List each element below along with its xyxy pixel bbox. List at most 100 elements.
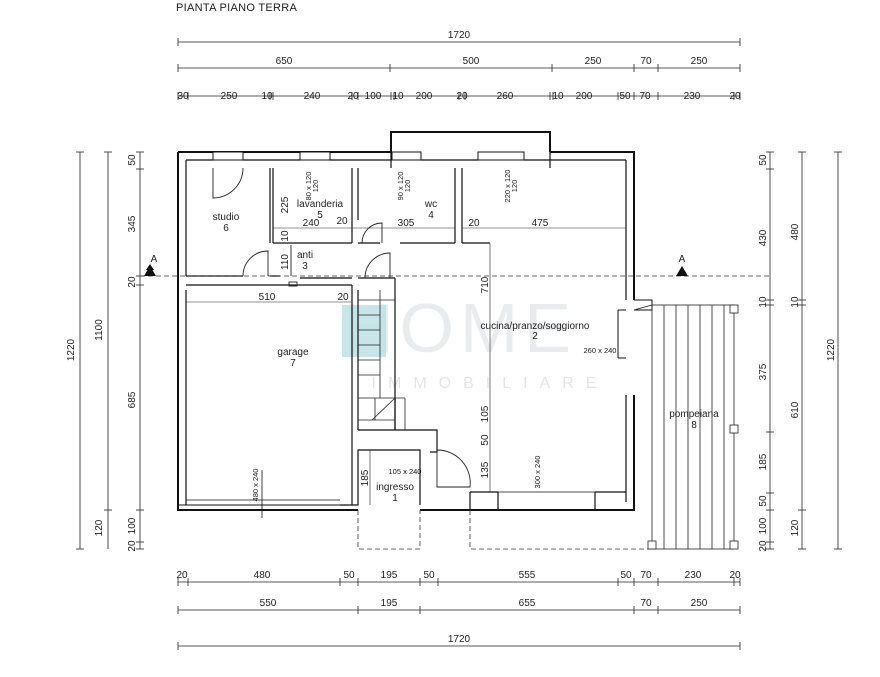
svg-text:70: 70 <box>640 598 652 609</box>
svg-text:500: 500 <box>463 56 480 67</box>
dim-right-mid: 480 10 610 120 <box>790 223 801 536</box>
svg-text:655: 655 <box>519 598 536 609</box>
svg-text:20: 20 <box>127 276 138 288</box>
room-anti: anti 3 <box>297 250 313 272</box>
top-dimensions <box>177 38 741 100</box>
svg-text:20: 20 <box>337 292 349 303</box>
svg-text:240: 240 <box>303 218 320 229</box>
dim-top-row3: 30 250 10 240 20 100 10 200 20 260 10 20… <box>177 91 741 102</box>
svg-text:105: 105 <box>480 405 491 422</box>
svg-text:120: 120 <box>94 519 105 536</box>
svg-text:240: 240 <box>304 91 321 102</box>
room-cucina-pranzo-soggiorno: cucina/pranzo/soggiorno 2 <box>481 321 590 342</box>
dim-right-outer: 1220 <box>826 338 837 361</box>
svg-text:510: 510 <box>259 292 276 303</box>
svg-text:200: 200 <box>576 91 593 102</box>
svg-text:20: 20 <box>456 91 468 102</box>
svg-text:20: 20 <box>729 570 741 581</box>
dashed-outlines <box>140 275 770 550</box>
svg-text:70: 70 <box>640 56 652 67</box>
svg-text:80 x 120: 80 x 120 <box>304 172 313 201</box>
svg-text:220 x 120: 220 x 120 <box>503 170 512 203</box>
plan-title: PIANTA PIANO TERRA <box>176 2 297 14</box>
svg-text:20: 20 <box>758 540 769 552</box>
svg-text:2: 2 <box>532 331 538 342</box>
svg-text:250: 250 <box>221 91 238 102</box>
svg-text:lavanderia: lavanderia <box>297 199 344 210</box>
svg-text:230: 230 <box>684 91 701 102</box>
svg-text:120: 120 <box>311 180 320 193</box>
svg-text:7: 7 <box>290 358 296 369</box>
svg-text:5: 5 <box>317 210 323 221</box>
svg-text:555: 555 <box>519 570 536 581</box>
section-marker-right: A <box>676 254 688 276</box>
left-dimensions <box>76 151 144 550</box>
room-lavanderia: lavanderia 5 <box>297 199 344 221</box>
svg-text:100: 100 <box>758 517 769 534</box>
svg-text:1: 1 <box>392 493 398 504</box>
dim-left-mid: 1100 <box>94 319 105 341</box>
svg-text:50: 50 <box>423 570 435 581</box>
svg-text:wc: wc <box>424 199 437 210</box>
opening-labels: 80 x 120 120 90 x 120 120 220 x 120 120 … <box>251 170 616 502</box>
svg-text:710: 710 <box>480 276 491 293</box>
svg-text:120: 120 <box>790 519 801 536</box>
svg-text:50: 50 <box>619 91 631 102</box>
svg-text:100: 100 <box>127 517 138 534</box>
door-swings <box>212 167 471 488</box>
svg-text:70: 70 <box>639 91 651 102</box>
svg-text:70: 70 <box>640 570 652 581</box>
svg-text:50: 50 <box>758 495 769 507</box>
room-studio: studio 6 <box>213 212 240 234</box>
svg-text:20: 20 <box>336 216 348 227</box>
room-garage: garage 7 <box>277 347 309 369</box>
walls <box>177 131 653 518</box>
svg-text:195: 195 <box>381 598 398 609</box>
svg-text:225: 225 <box>280 196 291 213</box>
svg-text:50: 50 <box>758 154 769 166</box>
dim-left-inner: 50 345 20 685 120 100 20 <box>94 154 138 552</box>
svg-text:studio: studio <box>213 212 240 223</box>
dim-bottom-row1: 20 480 50 195 50 555 50 70 230 20 <box>176 570 741 581</box>
svg-text:20: 20 <box>176 570 188 581</box>
svg-text:475: 475 <box>532 218 549 229</box>
svg-text:4: 4 <box>428 210 434 221</box>
svg-text:pompeiana: pompeiana <box>669 409 719 420</box>
svg-text:IMMOBILIARE: IMMOBILIARE <box>372 375 609 392</box>
svg-text:90 x 120: 90 x 120 <box>396 172 405 201</box>
svg-text:10: 10 <box>392 91 404 102</box>
svg-text:430: 430 <box>758 229 769 246</box>
svg-text:375: 375 <box>758 363 769 380</box>
svg-text:6: 6 <box>223 223 229 234</box>
svg-text:30: 30 <box>177 91 189 102</box>
svg-text:50: 50 <box>480 434 491 446</box>
svg-text:50: 50 <box>343 570 355 581</box>
svg-text:345: 345 <box>127 215 138 232</box>
svg-text:480: 480 <box>254 570 271 581</box>
watermark: HOME IMMOBILIARE <box>342 289 609 392</box>
svg-text:50: 50 <box>620 570 632 581</box>
room-ingresso: ingresso 1 <box>376 482 414 504</box>
svg-text:650: 650 <box>276 56 293 67</box>
svg-text:230: 230 <box>685 570 702 581</box>
svg-text:110: 110 <box>280 254 291 270</box>
svg-text:260 x 240: 260 x 240 <box>584 346 617 355</box>
right-dimensions <box>766 151 842 550</box>
svg-text:10: 10 <box>552 91 564 102</box>
svg-text:3: 3 <box>302 261 308 272</box>
svg-text:8: 8 <box>691 420 697 431</box>
svg-text:A: A <box>679 254 686 265</box>
svg-text:20: 20 <box>127 540 138 552</box>
svg-text:cucina/pranzo/soggiorno: cucina/pranzo/soggiorno <box>481 321 590 332</box>
svg-text:50: 50 <box>127 154 138 166</box>
svg-text:100: 100 <box>365 91 382 102</box>
svg-text:610: 610 <box>790 401 801 418</box>
svg-text:HOME: HOME <box>343 289 577 367</box>
dim-right-inner: 50 430 10 375 185 50 100 20 <box>758 154 769 552</box>
dim-bottom-total: 1720 <box>448 634 471 645</box>
dim-top-total: 1720 <box>448 30 471 41</box>
svg-text:250: 250 <box>585 56 602 67</box>
staircase <box>358 290 406 430</box>
svg-text:anti: anti <box>297 250 313 261</box>
bottom-dimensions <box>177 578 741 650</box>
